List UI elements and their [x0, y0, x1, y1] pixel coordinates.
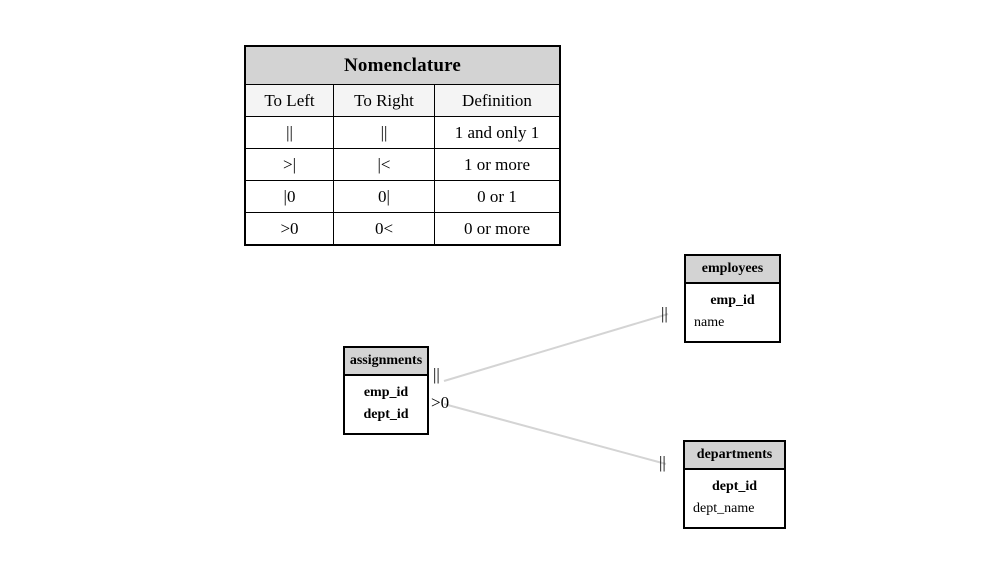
cell-definition: 1 and only 1	[434, 116, 561, 149]
cell-to-left: >|	[244, 148, 334, 181]
cell-definition: 0 or more	[434, 212, 561, 246]
relationship-line-assignments-employees	[443, 313, 669, 382]
entity-employees-title: employees	[686, 256, 779, 284]
entity-departments-title: departments	[685, 442, 784, 470]
nomenclature-title: Nomenclature	[244, 45, 561, 85]
table-row: >| |< 1 or more	[244, 148, 561, 181]
cell-to-right: 0<	[333, 212, 435, 246]
cell-definition: 1 or more	[434, 148, 561, 181]
relationship-line-assignments-departments	[443, 403, 667, 465]
cardinality-departments-to-assignments: ||	[659, 453, 666, 472]
entity-assignments-title: assignments	[345, 348, 427, 376]
column-header-to-right: To Right	[333, 84, 435, 117]
entity-departments[interactable]: departments dept_id dept_name	[683, 440, 786, 530]
entity-departments-attributes: dept_id dept_name	[685, 470, 784, 528]
table-row: || || 1 and only 1	[244, 116, 561, 149]
cell-to-right: |<	[333, 148, 435, 181]
cell-to-right: 0|	[333, 180, 435, 213]
attribute-dept-name: dept_name	[693, 500, 755, 516]
nomenclature-title-row: Nomenclature	[244, 45, 561, 85]
cell-to-left: |0	[244, 180, 334, 213]
cardinality-employees-to-assignments: ||	[661, 304, 668, 323]
attribute-dept-id: dept_id	[363, 406, 409, 422]
table-row: |0 0| 0 or 1	[244, 180, 561, 213]
cardinality-assignments-to-employees: ||	[433, 365, 440, 384]
cell-to-right: ||	[333, 116, 435, 149]
entity-employees[interactable]: employees emp_id name	[684, 254, 781, 344]
table-row: >0 0< 0 or more	[244, 212, 561, 246]
cardinality-assignments-to-departments: >0	[431, 393, 450, 412]
nomenclature-header-row: To Left To Right Definition	[244, 84, 561, 117]
cell-to-left: >0	[244, 212, 334, 246]
attribute-name: name	[694, 314, 725, 330]
column-header-definition: Definition	[434, 84, 561, 117]
attribute-emp-id: emp_id	[710, 293, 755, 308]
attribute-emp-id: emp_id	[363, 385, 409, 400]
nomenclature-legend-table: Nomenclature To Left To Right Definition…	[244, 45, 561, 246]
cell-to-left: ||	[244, 116, 334, 149]
column-header-to-left: To Left	[244, 84, 334, 117]
entity-assignments[interactable]: assignments emp_id dept_id	[343, 346, 429, 436]
entity-assignments-attributes: emp_id dept_id	[345, 376, 427, 434]
cell-definition: 0 or 1	[434, 180, 561, 213]
entity-employees-attributes: emp_id name	[686, 284, 779, 342]
attribute-dept-id: dept_id	[711, 479, 758, 494]
